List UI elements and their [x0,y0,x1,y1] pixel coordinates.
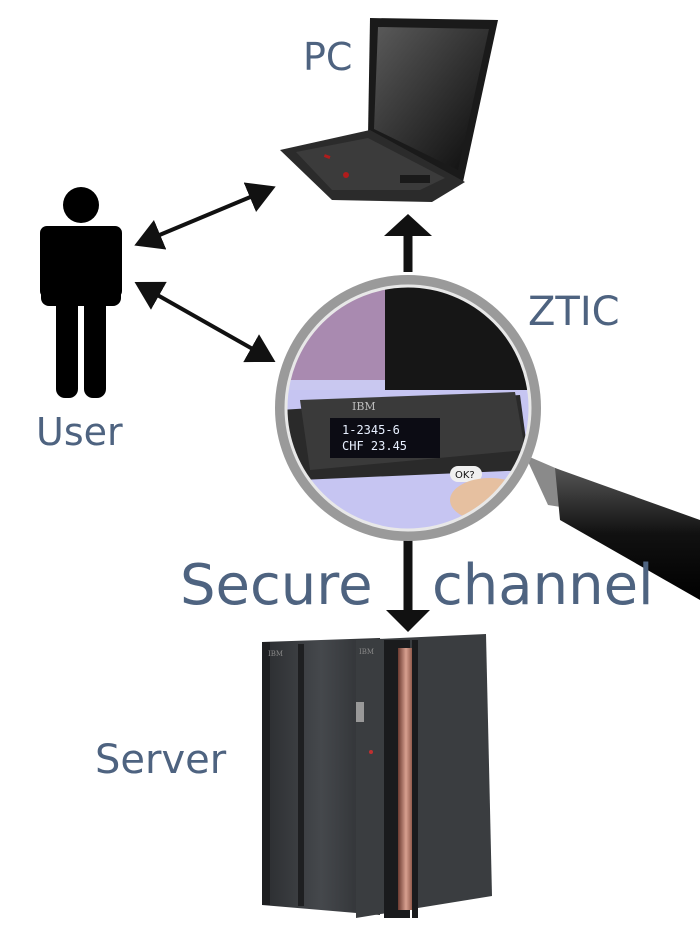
device-ok-button: OK? [455,470,475,481]
server-label: Server [95,737,227,783]
server-badge-right: IBM [359,648,374,656]
laptop-icon [280,18,498,202]
user-label: User [36,410,123,454]
device-brand: IBM [352,400,376,413]
arrow-ztic-server [386,540,430,632]
device-line2: CHF 23.45 [342,439,407,453]
pc-label: PC [303,35,353,79]
person-icon [40,187,122,398]
device-line1: 1-2345-6 [342,423,400,437]
server-badge-left: IBM [268,650,283,658]
mainframe-server-icon: IBM IBM [262,634,492,918]
arrow-user-ztic [134,281,276,363]
magnifier-handle [525,455,700,600]
arrow-ztic-pc [384,214,432,272]
secure-channel-label-channel: channel [432,553,654,618]
ztic-label: ZTIC [528,289,620,335]
arrow-user-pc [134,182,276,250]
secure-channel-label-secure: Secure [180,553,373,618]
magnifier-icon: 1-2345-6 CHF 23.45 IBM OK? [275,275,541,541]
